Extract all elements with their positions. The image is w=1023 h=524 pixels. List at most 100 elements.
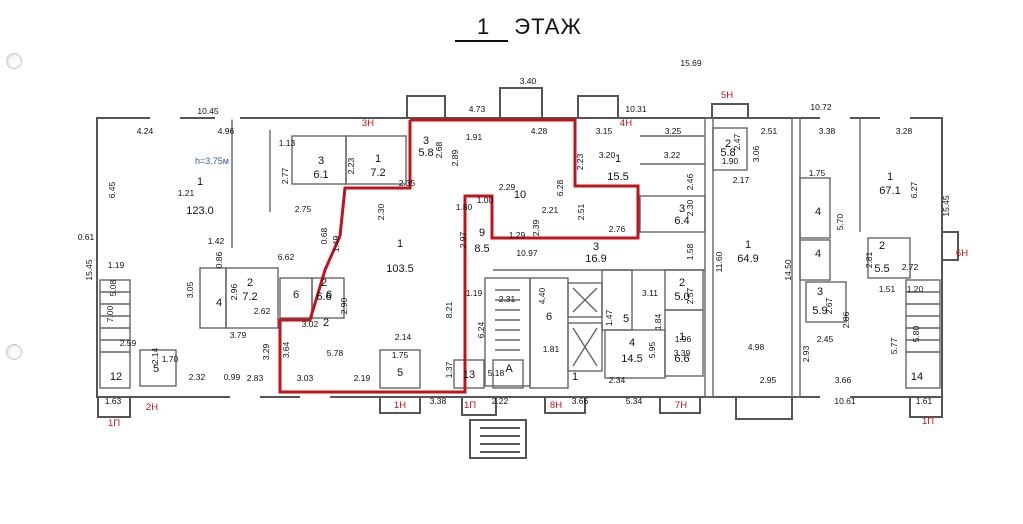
room-label: 1	[572, 371, 578, 383]
dimension-label: 1.51	[879, 284, 896, 294]
dimension-label: 3.22	[664, 150, 681, 160]
entrance-tag: 1Н	[394, 400, 406, 411]
dimension-label: 15.45	[84, 259, 94, 281]
room-area: 67.1	[879, 185, 900, 197]
dimension-label: 10.72	[810, 102, 832, 112]
room-3-5.9	[805, 281, 847, 323]
dimension-label: 1.61	[916, 396, 933, 406]
highlighted-premises-outline	[278, 118, 640, 394]
entrance-tag: 5Н	[721, 90, 733, 101]
dimension-label: 2.67	[824, 297, 834, 314]
elevator-shaft-2	[567, 322, 603, 372]
dimension-label: 2.81	[864, 251, 874, 268]
dimension-label: 2.35	[399, 178, 416, 188]
bottom-bay-1n	[379, 396, 421, 414]
dimension-label: 3.25	[665, 126, 682, 136]
dimension-label: 2.77	[280, 167, 290, 184]
room-number: 1	[679, 331, 685, 343]
dimension-label: 6.62	[278, 252, 295, 262]
dimension-label: 2.30	[376, 203, 386, 220]
ceiling-height-note: h=3.75м	[195, 156, 229, 166]
room-number: 4	[629, 337, 635, 349]
dimension-label: 7.00	[105, 305, 115, 322]
room-area: 8.5	[474, 243, 489, 255]
dimension-label: 5.70	[835, 213, 845, 230]
dimension-label: 3.11	[642, 288, 658, 298]
bottom-bay-7n	[659, 396, 701, 414]
room-number: 3	[817, 286, 823, 298]
room-5-left	[139, 349, 177, 387]
room-A	[492, 359, 524, 389]
dimension-label: 2.93	[801, 345, 811, 362]
dimension-label: 2.34	[609, 375, 626, 385]
dimension-label: 2.17	[733, 175, 750, 185]
room-label: 13	[463, 369, 475, 381]
room-number: 9	[479, 227, 485, 239]
room-number: 1	[745, 239, 751, 251]
room-number: 3	[423, 135, 429, 147]
room-3-6.4	[639, 195, 706, 233]
dimension-label: 2.30	[685, 199, 695, 216]
dimension-label: 3.79	[230, 330, 247, 340]
left-stair	[99, 279, 131, 389]
dimension-label: 3.38	[430, 396, 447, 406]
room-label: 4	[815, 248, 821, 260]
dimension-label: 5.34	[626, 396, 643, 406]
dimension-label: 3.29	[261, 343, 271, 360]
dimension-label: 5.08	[108, 279, 118, 296]
dimension-label: 3.15	[596, 126, 613, 136]
dimension-label: 3.05	[185, 281, 195, 298]
dimension-label: 14.50	[783, 259, 793, 281]
room-number: 2	[247, 277, 253, 289]
dimension-label: 2.45	[817, 334, 834, 344]
bottom-bay-8n	[544, 396, 586, 414]
room-4-right-top	[799, 177, 831, 239]
punch-hole-top	[6, 53, 22, 69]
room-area: 14.5	[621, 353, 642, 365]
dimension-label: 4.98	[748, 342, 765, 352]
room-number: 1	[397, 238, 403, 250]
entrance-tag: 7Н	[675, 400, 687, 411]
room-6-central	[529, 277, 569, 389]
dimension-label: 2.86	[841, 311, 851, 328]
room-area: 6.4	[674, 215, 689, 227]
room-area: 5.8	[720, 147, 735, 159]
room-number: 1	[375, 153, 381, 165]
dimension-label: 2.14	[395, 332, 412, 342]
dimension-label: 2.23	[346, 157, 356, 174]
room-area: 15.5	[607, 171, 628, 183]
dimension-label: 2.83	[247, 373, 264, 383]
room-label: 6	[546, 311, 552, 323]
entrance-tag: 8Н	[550, 400, 562, 411]
dimension-label: 2.51	[576, 203, 586, 220]
entrance-tag: 4Н	[620, 118, 632, 129]
room-area: 6.6	[316, 291, 331, 303]
dimension-label: 1.96	[675, 334, 692, 344]
dimension-label: 3.03	[297, 373, 314, 383]
room-5-bottom	[379, 349, 421, 389]
room-label: 4	[216, 297, 222, 309]
room-number: 2	[679, 277, 685, 289]
dimension-label: 8.21	[444, 301, 454, 318]
entrance-tag: 1П	[108, 418, 120, 429]
dimension-label: 1.81	[543, 344, 560, 354]
top-bay-5n	[711, 103, 749, 119]
room-label: 5	[623, 313, 629, 325]
bottom-bay-left	[97, 396, 131, 418]
dimension-label: 2.95	[760, 375, 777, 385]
entrance-tag: 6Н	[956, 248, 968, 259]
dimension-label: 4.40	[537, 287, 547, 304]
partitions	[99, 116, 941, 399]
dimension-label: 1.29	[509, 230, 526, 240]
room-label: 12	[110, 371, 122, 383]
dimension-label: 1.20	[907, 284, 924, 294]
labels: 1123.01103.517.2115.5164.9167.127.226.62…	[78, 58, 968, 429]
dimension-label: 4.24	[137, 126, 154, 136]
room-2-5.8	[712, 127, 748, 171]
partition-wall	[704, 117, 714, 398]
dimension-label: 1.00	[477, 195, 494, 205]
dimension-label: 0.68	[319, 227, 329, 244]
room-area: 16.9	[585, 253, 606, 265]
room-label: 4	[815, 206, 821, 218]
right-stair	[905, 279, 941, 389]
